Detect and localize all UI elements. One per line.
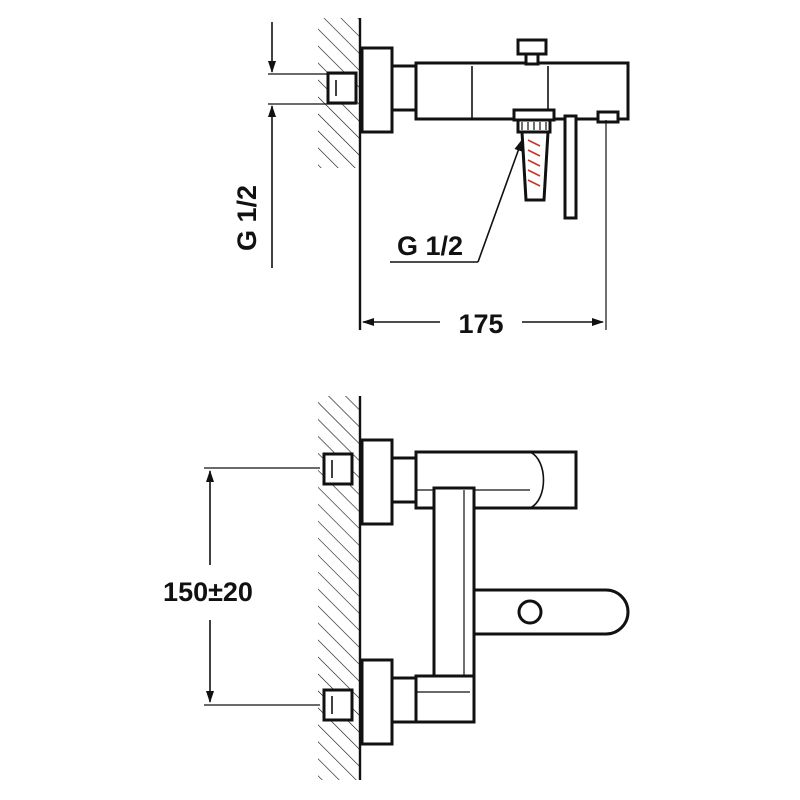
inlet-connector-top	[326, 71, 358, 105]
escutcheon-top	[360, 46, 394, 134]
lower-inlet-connector	[322, 688, 354, 722]
depth-dimension: 175	[362, 120, 607, 339]
upper-inlet-connector	[322, 452, 354, 486]
end-cap-top	[596, 110, 620, 124]
outlet-thread-callout: G 1/2	[390, 139, 523, 263]
lever-handle-top	[563, 114, 578, 220]
neck-top	[390, 64, 418, 112]
depth-dimension-label: 175	[458, 309, 503, 339]
outlet-thread-label: G 1/2	[397, 231, 463, 261]
inlet-thread-label: G 1/2	[232, 185, 262, 251]
inlet-thread-dimension: G 1/2	[232, 22, 356, 268]
upper-escutcheon	[360, 438, 394, 526]
diverter-knob	[516, 38, 548, 56]
inlet-spacing-label: 150±20	[163, 577, 253, 607]
lower-escutcheon	[360, 658, 394, 746]
wall-section-top	[318, 18, 362, 330]
top-view: G 1/2 G 1/2 175	[232, 18, 630, 339]
inlet-spacing-dimension: 150±20	[163, 467, 320, 706]
front-view: 150±20	[163, 396, 630, 780]
shower-outlet-connector	[512, 108, 556, 202]
spout	[472, 588, 630, 636]
